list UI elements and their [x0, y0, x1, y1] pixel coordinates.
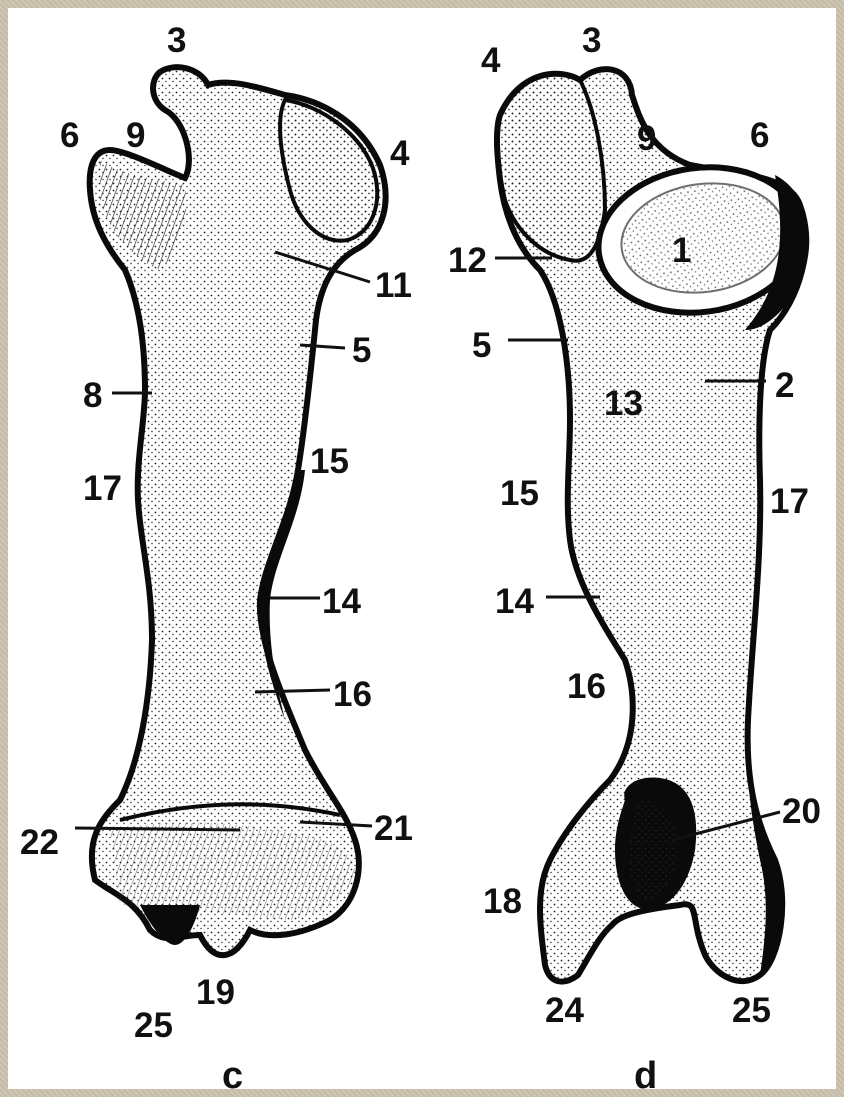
label-c-4: 4 [390, 134, 410, 173]
label-d-24: 24 [545, 991, 584, 1030]
humerus-view-c [90, 67, 386, 955]
label-d-1: 1 [672, 231, 691, 270]
label-c-6: 6 [60, 116, 79, 155]
label-d-5: 5 [472, 326, 491, 365]
label-d-6: 6 [750, 116, 769, 155]
label-d-9: 9 [637, 119, 656, 158]
label-d-3: 3 [582, 21, 601, 60]
label-c-16: 16 [333, 675, 372, 714]
label-d-14: 14 [495, 582, 534, 621]
label-d-16: 16 [567, 667, 606, 706]
label-d-17: 17 [770, 482, 809, 521]
panel-label-c: c [222, 1055, 243, 1097]
label-c-5: 5 [352, 331, 371, 370]
label-d-20: 20 [782, 792, 821, 831]
label-c-17: 17 [83, 469, 122, 508]
label-c-15: 15 [310, 442, 349, 481]
label-d-18: 18 [483, 882, 522, 921]
label-c-19: 19 [196, 973, 235, 1012]
label-d-12: 12 [448, 241, 487, 280]
panel-label-d: d [634, 1055, 657, 1097]
humerus-view-d [497, 69, 811, 981]
label-d-15: 15 [500, 474, 539, 513]
label-d-2: 2 [775, 366, 794, 405]
label-c-22: 22 [20, 823, 59, 862]
label-d-13: 13 [604, 384, 643, 423]
label-c-8: 8 [83, 376, 102, 415]
label-c-25: 25 [134, 1006, 173, 1045]
label-c-3: 3 [167, 21, 186, 60]
label-c-21: 21 [374, 809, 413, 848]
label-d-4: 4 [481, 41, 501, 80]
label-c-11: 11 [375, 266, 412, 305]
label-c-9: 9 [126, 116, 145, 155]
label-c-14: 14 [322, 582, 361, 621]
label-d-25: 25 [732, 991, 771, 1030]
